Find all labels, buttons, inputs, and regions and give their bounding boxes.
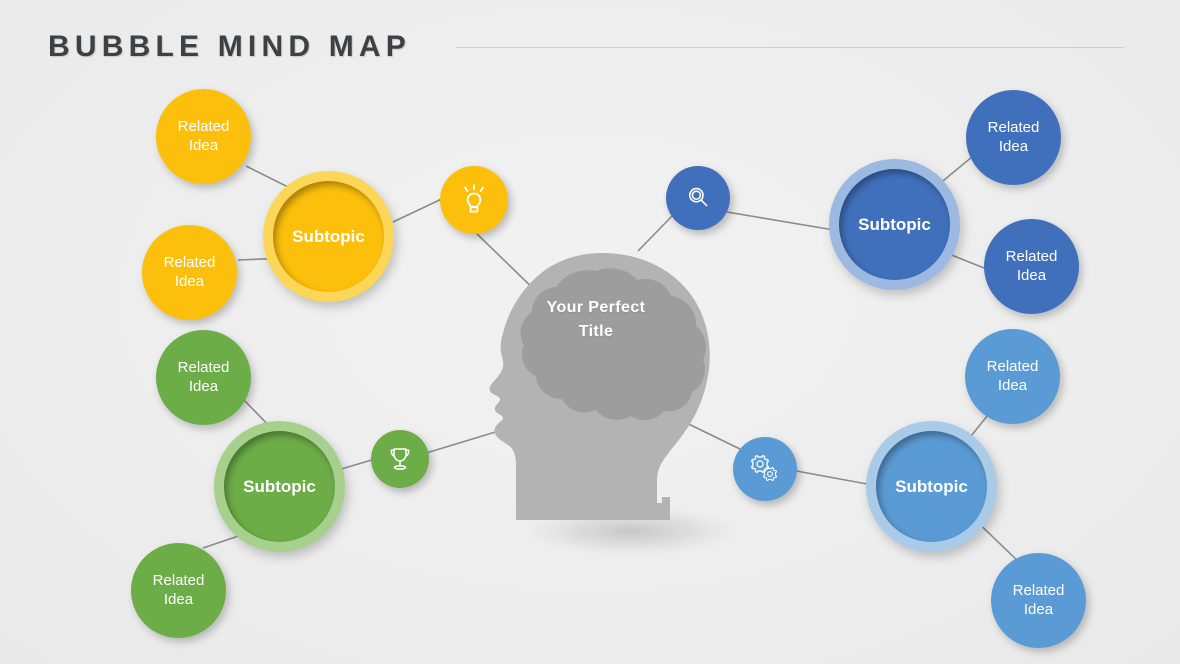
subtopic-disc-green: Subtopic bbox=[224, 431, 335, 542]
related-idea-line2: Idea bbox=[1016, 266, 1047, 284]
connector-bluelight-icon-sub bbox=[790, 469, 879, 487]
related-idea-bubble-yellow-2[interactable]: Related Idea bbox=[142, 225, 237, 320]
subtopic-bubble-blue-dark[interactable]: Subtopic bbox=[829, 159, 960, 290]
page-title: BUBBLE MIND MAP bbox=[48, 30, 411, 63]
related-idea-line1: Related bbox=[177, 118, 230, 136]
subtopic-label: Subtopic bbox=[292, 226, 365, 246]
related-idea-bubble-green-2[interactable]: Related Idea bbox=[131, 543, 226, 638]
icon-bubble-gears[interactable] bbox=[733, 437, 797, 501]
center-title: Your Perfect Title bbox=[519, 296, 673, 344]
related-idea-line1: Related bbox=[163, 254, 216, 272]
related-idea-line2: Idea bbox=[174, 272, 205, 290]
magnifier-icon bbox=[688, 187, 708, 207]
subtopic-label: Subtopic bbox=[243, 476, 316, 496]
related-idea-line2: Idea bbox=[1023, 600, 1054, 618]
subtopic-disc-blue-light: Subtopic bbox=[876, 431, 987, 542]
subtopic-bubble-blue-light[interactable]: Subtopic bbox=[866, 421, 997, 552]
subtopic-disc-blue-dark: Subtopic bbox=[839, 169, 950, 280]
trophy-icon bbox=[390, 448, 410, 470]
related-idea-bubble-blue-dark-1[interactable]: Related Idea bbox=[966, 90, 1061, 185]
related-idea-line2: Idea bbox=[997, 376, 1028, 394]
header-divider bbox=[456, 47, 1124, 48]
related-idea-bubble-blue-light-2[interactable]: Related Idea bbox=[991, 553, 1086, 648]
center-title-line2: Title bbox=[578, 323, 614, 340]
connector-bluedark-core-icon bbox=[637, 213, 675, 252]
related-idea-line2: Idea bbox=[998, 137, 1029, 155]
related-idea-line1: Related bbox=[177, 359, 230, 377]
related-idea-line1: Related bbox=[986, 358, 1039, 376]
related-idea-line1: Related bbox=[1005, 248, 1058, 266]
related-idea-line2: Idea bbox=[188, 377, 219, 395]
related-idea-bubble-yellow-1[interactable]: Related Idea bbox=[156, 89, 251, 184]
icon-bubble-lightbulb[interactable] bbox=[440, 166, 508, 234]
lightbulb-icon bbox=[464, 184, 484, 213]
gears-icon bbox=[750, 454, 778, 482]
related-idea-bubble-blue-light-1[interactable]: Related Idea bbox=[965, 329, 1060, 424]
related-idea-line2: Idea bbox=[188, 136, 219, 154]
icon-bubble-magnifier[interactable] bbox=[666, 166, 730, 230]
subtopic-bubble-green[interactable]: Subtopic bbox=[214, 421, 345, 552]
connector-green-icon-core bbox=[422, 429, 503, 455]
subtopic-bubble-yellow[interactable]: Subtopic bbox=[263, 171, 394, 302]
related-idea-bubble-green-1[interactable]: Related Idea bbox=[156, 330, 251, 425]
subtopic-disc-yellow: Subtopic bbox=[273, 181, 384, 292]
subtopic-label: Subtopic bbox=[858, 214, 931, 234]
related-idea-line2: Idea bbox=[163, 590, 194, 608]
connector-bluedark-icon-sub bbox=[726, 211, 835, 231]
related-idea-line1: Related bbox=[1012, 582, 1065, 600]
connector-green-sub-icon bbox=[337, 458, 376, 471]
connector-yellow-sub-icon bbox=[392, 195, 449, 223]
subtopic-label: Subtopic bbox=[895, 476, 968, 496]
brain-shape bbox=[520, 268, 707, 421]
center-title-line1: Your Perfect bbox=[546, 299, 646, 316]
related-idea-line1: Related bbox=[987, 119, 1040, 137]
related-idea-bubble-blue-dark-2[interactable]: Related Idea bbox=[984, 219, 1079, 314]
related-idea-line1: Related bbox=[152, 572, 205, 590]
icon-bubble-trophy[interactable] bbox=[371, 430, 429, 488]
